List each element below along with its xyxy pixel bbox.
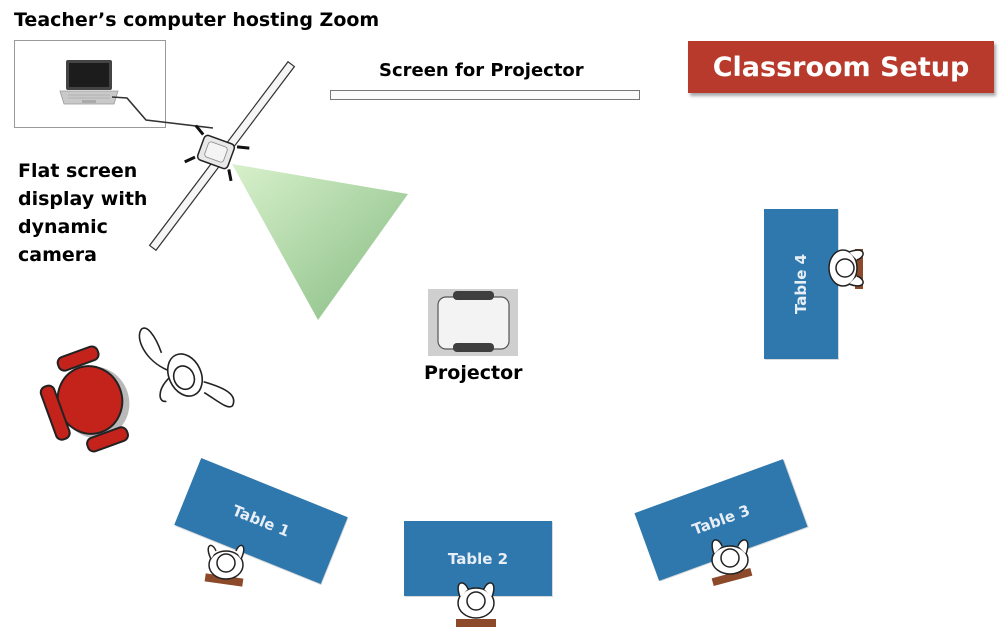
flat-screen-label-line-1: Flat screen <box>18 160 138 182</box>
title-banner: Classroom Setup <box>688 41 994 93</box>
student-figure-2 <box>456 582 496 627</box>
student-figure-1 <box>204 544 245 587</box>
projector-screen-label: Screen for Projector <box>379 60 584 81</box>
teacher-figure <box>138 327 235 408</box>
flat-screen-label-line-2: display with <box>18 188 148 210</box>
chair-icon <box>39 345 130 453</box>
projector-label: Projector <box>424 362 523 384</box>
student-figure-3 <box>711 539 753 587</box>
flat-screen-label-line-3: dynamic <box>18 216 108 238</box>
table-2: Table 2 <box>404 521 552 596</box>
projector-icon <box>428 289 518 356</box>
cable <box>111 96 214 129</box>
table-2-label: Table 2 <box>447 549 509 568</box>
page-title: Classroom Setup <box>712 51 970 83</box>
teacher-computer-label: Teacher’s computer hosting Zoom <box>14 9 380 31</box>
flat-screen-label-line-4: camera <box>18 244 97 266</box>
student-figure-4 <box>828 249 864 289</box>
projector-screen <box>330 90 640 100</box>
camera-view-cone <box>232 164 408 320</box>
camera-icon <box>184 124 250 182</box>
laptop-icon <box>59 60 119 105</box>
table-4: Table 4 <box>764 209 838 359</box>
